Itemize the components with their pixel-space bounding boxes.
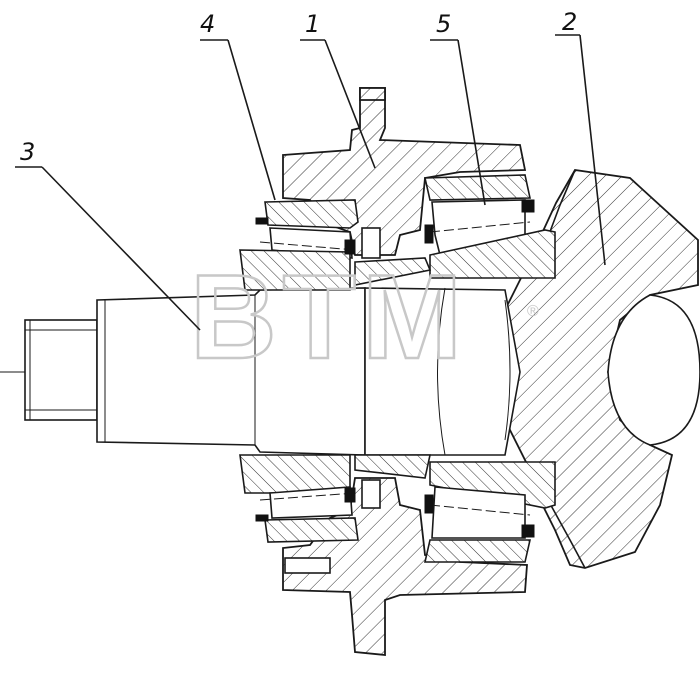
watermark: BTM ® bbox=[189, 249, 539, 386]
label-bearing-left: 4 bbox=[200, 10, 215, 38]
shaft bbox=[24, 287, 521, 456]
label-bearing-right: 5 bbox=[436, 10, 451, 38]
bearing-5-upper bbox=[424, 174, 556, 279]
watermark-text: BTM bbox=[190, 250, 468, 384]
bearing-5-lower bbox=[423, 461, 556, 563]
label-gear: 2 bbox=[562, 8, 577, 36]
watermark-registered-mark: ® bbox=[527, 303, 539, 320]
label-housing: 1 bbox=[305, 10, 320, 38]
bearing-4-upper bbox=[239, 199, 359, 291]
label-shaft: 3 bbox=[20, 138, 35, 166]
spacer-sleeve bbox=[354, 227, 432, 509]
bearing-4-lower bbox=[239, 454, 359, 543]
leader-lines bbox=[15, 34, 606, 331]
